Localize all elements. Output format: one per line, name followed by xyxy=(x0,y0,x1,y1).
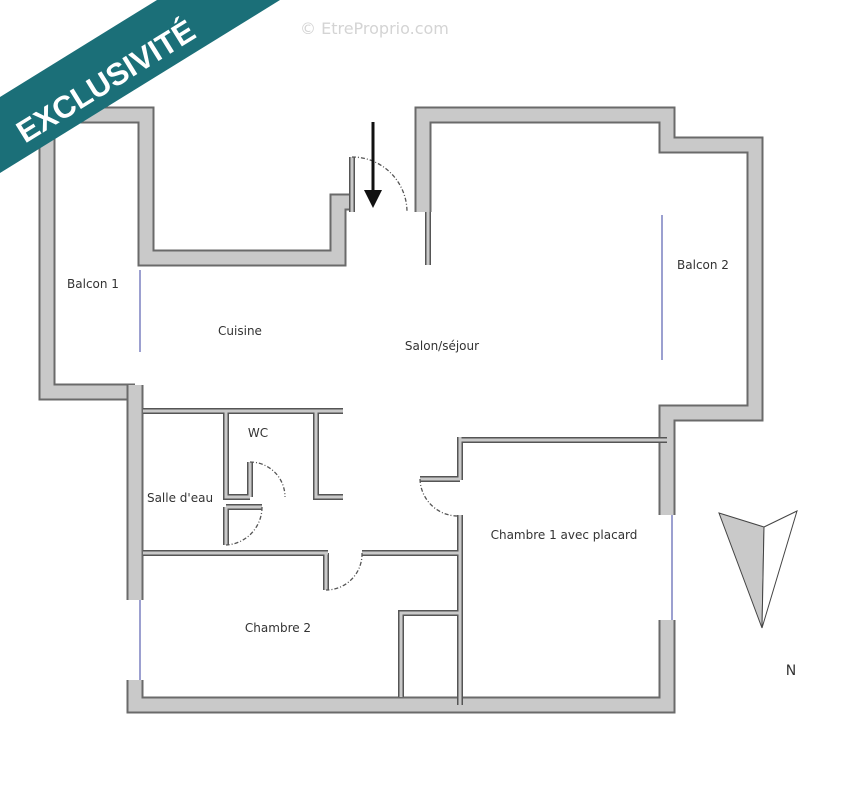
room-label-salle-eau: Salle d'eau xyxy=(147,491,213,505)
room-label-salon: Salon/séjour xyxy=(405,339,479,353)
entrance-arrow-icon xyxy=(364,122,382,208)
exterior-walls xyxy=(38,106,764,714)
door-swings xyxy=(225,156,459,591)
room-label-balcon-2: Balcon 2 xyxy=(677,258,729,272)
room-label-balcon-1: Balcon 1 xyxy=(67,277,119,291)
exclusivity-banner xyxy=(0,0,280,173)
room-label-chambre-2: Chambre 2 xyxy=(245,621,311,635)
north-label: N xyxy=(786,663,796,679)
interior-walls xyxy=(143,157,667,705)
north-arrow-icon xyxy=(718,510,798,629)
room-label-wc: WC xyxy=(248,426,268,440)
room-label-cuisine: Cuisine xyxy=(218,324,262,338)
room-label-chambre-1: Chambre 1 avec placard xyxy=(491,528,638,542)
watermark: © EtreProprio.com xyxy=(300,19,449,38)
